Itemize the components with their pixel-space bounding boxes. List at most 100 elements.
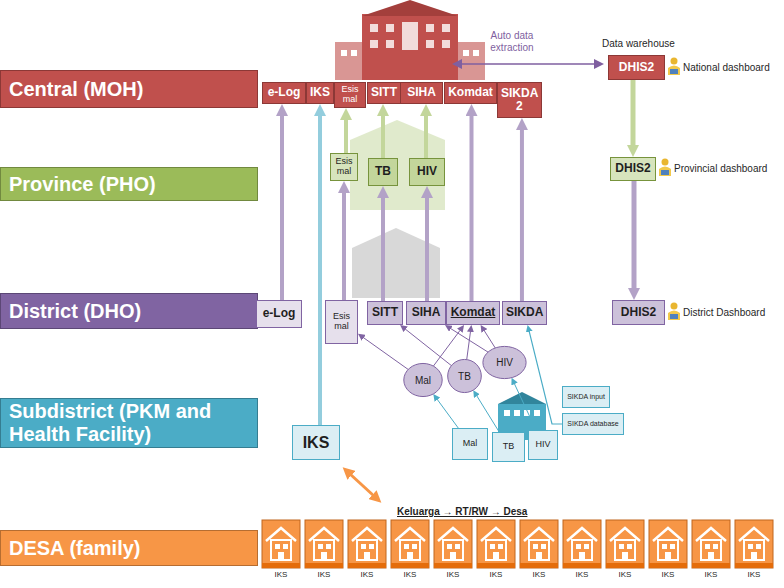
house-icon — [649, 520, 687, 568]
system-name: Mal — [463, 439, 478, 449]
house-label: IKS — [735, 570, 773, 579]
system-box: SIHA — [406, 301, 446, 325]
house-label: IKS — [477, 570, 515, 579]
house-label: IKS — [434, 570, 472, 579]
level-band: Central (MOH) — [0, 70, 258, 108]
system-name: IKS — [310, 86, 330, 99]
house-label: IKS — [563, 570, 601, 579]
connector-arrow — [425, 196, 429, 301]
system-box: HIV — [409, 158, 445, 186]
dashboard-icon — [668, 58, 680, 76]
house-label: IKS — [348, 570, 386, 579]
facility-box: IKS — [292, 425, 340, 460]
system-box: e-Log — [256, 300, 302, 328]
system-box: DHIS2 — [610, 157, 656, 181]
system-name: DHIS2 — [619, 61, 654, 74]
house-icon — [262, 520, 300, 568]
house-label: IKS — [520, 570, 558, 579]
system-box: TB — [368, 158, 398, 186]
double-arrow — [350, 474, 374, 496]
system-name: HIV — [535, 440, 550, 450]
ellipse-shape — [483, 346, 526, 378]
system-name: SIKDA — [506, 306, 543, 319]
facility-box: HIV — [528, 430, 558, 460]
facility-box: SIKDA database — [562, 413, 624, 435]
program-ellipse: Mal — [403, 362, 443, 398]
note-label: Auto data extraction — [472, 30, 552, 53]
house-icon — [348, 520, 386, 568]
dashboard-label: District Dashboard — [683, 307, 765, 319]
system-name: DHIS2 — [615, 162, 650, 175]
house-label: IKS — [305, 570, 343, 579]
house-icon — [391, 520, 429, 568]
system-name: SIHA — [407, 86, 436, 99]
connector-arrow — [381, 196, 385, 301]
dashboard-icon — [668, 303, 680, 321]
house-icon — [434, 520, 472, 568]
system-name: e-Log — [268, 86, 301, 99]
system-box: SIKDA 2 — [497, 82, 542, 118]
connector-arrow — [476, 394, 499, 432]
connector-arrow — [318, 114, 322, 425]
connector-arrow — [631, 80, 636, 147]
system-name: Esis mal — [338, 85, 362, 105]
house-icon — [563, 520, 601, 568]
system-name: Esis mal — [334, 157, 354, 177]
system-box: SITT — [367, 301, 403, 325]
system-box: SIKDA — [502, 301, 547, 325]
house-label: IKS — [692, 570, 730, 579]
dashboard-label: Provincial dashboard — [674, 163, 767, 175]
level-band: DESA (family) — [0, 530, 258, 566]
double-arrow — [460, 63, 596, 65]
system-box: e-Log — [262, 82, 306, 104]
connector-arrow — [381, 114, 385, 158]
program-ellipse: TB — [447, 358, 482, 394]
system-name: SIKDA 2 — [501, 87, 538, 113]
system-name: e-Log — [263, 307, 296, 320]
connector-arrow — [632, 181, 637, 290]
system-box: Esis mal — [330, 153, 358, 181]
system-name: TB — [458, 371, 471, 382]
level-name: Province (PHO) — [9, 173, 156, 196]
system-name: TB — [375, 165, 391, 178]
system-box: SITT — [367, 82, 401, 104]
house-label: IKS — [262, 570, 300, 579]
house-icon — [520, 520, 558, 568]
connector-arrow — [280, 114, 284, 300]
connector-arrow — [342, 191, 346, 300]
system-name: SIKDA input — [567, 393, 605, 401]
dashboard-icon — [659, 159, 671, 177]
level-name: DESA (family) — [9, 537, 141, 560]
flow-label: Keluarga → RT/RW → Desa — [397, 506, 527, 518]
house-icon — [606, 520, 644, 568]
system-box: SIHA — [400, 82, 443, 104]
facility-box: Mal — [452, 428, 488, 460]
system-box: Esis mal — [334, 82, 366, 108]
level-name: District (DHO) — [9, 300, 141, 323]
connector-arrow — [483, 329, 495, 348]
system-box: Komdat — [446, 301, 500, 325]
hospital-building — [335, 0, 485, 80]
system-name: Komdat — [451, 306, 496, 319]
connector-arrow — [362, 337, 408, 370]
system-name: HIV — [417, 165, 437, 178]
system-box: DHIS2 — [608, 55, 665, 80]
faded-building — [350, 120, 445, 210]
system-name: Esis mal — [329, 312, 354, 332]
dashboard-label: National dashboard — [683, 62, 770, 74]
house-label: IKS — [606, 570, 644, 579]
system-name: SIHA — [412, 306, 441, 319]
ellipse-shape — [404, 363, 442, 396]
system-name: SIKDA database — [567, 420, 618, 428]
connector-arrow — [529, 330, 562, 424]
system-name: DHIS2 — [621, 306, 656, 319]
level-band: District (DHO) — [0, 293, 258, 329]
house-icon — [692, 520, 730, 568]
dashboard-label: Data warehouse — [602, 38, 675, 50]
connector-arrow — [433, 329, 461, 366]
house-label: IKS — [649, 570, 687, 579]
facility-box: SIKDA input — [562, 386, 610, 408]
system-box: Komdat — [444, 82, 497, 104]
system-name: HIV — [496, 357, 513, 368]
connector-arrow — [514, 382, 536, 430]
